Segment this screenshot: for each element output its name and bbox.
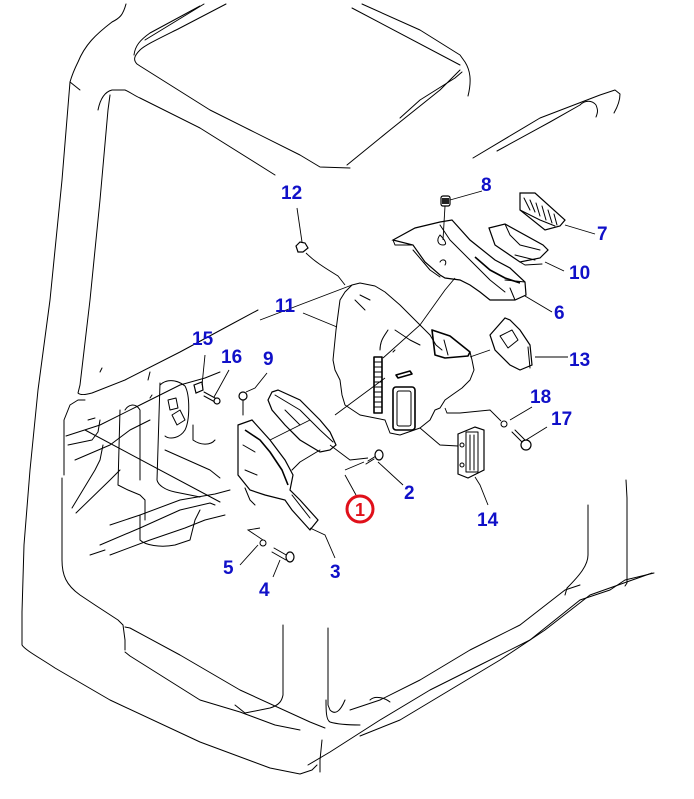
callout-18: 18 — [530, 387, 551, 408]
callout-14: 14 — [477, 510, 499, 531]
callout-1-highlighted: 1 — [345, 494, 375, 524]
part-17-bolt — [511, 429, 532, 451]
callout-16: 16 — [221, 347, 242, 368]
part-2-bolt — [344, 449, 384, 471]
part-14-vent-grille — [419, 426, 485, 479]
callout-12: 12 — [281, 183, 302, 204]
part-10-vent — [488, 223, 549, 266]
callout-13: 13 — [569, 350, 590, 371]
callout-6: 6 — [554, 303, 565, 324]
callout-11: 11 — [275, 296, 296, 317]
cab-outline — [21, 3, 655, 775]
callout-8: 8 — [481, 175, 492, 196]
callout-9: 9 — [263, 349, 274, 370]
part-3-bracket — [237, 419, 321, 531]
part-9-clip — [238, 391, 248, 416]
part-18-washer — [444, 407, 508, 428]
highlight-ring-icon — [345, 494, 375, 524]
callout-3: 3 — [330, 562, 341, 583]
callout-17: 17 — [551, 409, 572, 430]
leader-lines — [201, 190, 596, 578]
left-console-structure — [65, 367, 231, 556]
callout-7: 7 — [597, 224, 608, 245]
part-4-bolt — [271, 547, 295, 563]
callout-15: 15 — [192, 329, 214, 350]
callout-10: 10 — [569, 263, 590, 284]
part-16-screw — [203, 391, 221, 405]
part-13-vent — [469, 317, 533, 371]
part-7-vent-grille — [519, 192, 566, 231]
part-1-panel — [267, 389, 337, 453]
callout-1: 1 — [355, 500, 365, 520]
callout-4: 4 — [259, 580, 270, 601]
callout-labels: 12 11 15 16 9 8 7 10 6 13 18 17 2 14 3 5… — [192, 175, 608, 601]
part-12-clip — [295, 241, 346, 286]
part-6-duct — [391, 219, 527, 301]
part-11-cover-panel — [332, 282, 475, 436]
part-8-clip — [440, 195, 451, 241]
callout-2: 2 — [404, 483, 415, 504]
part-5-washer — [246, 527, 267, 547]
callout-5: 5 — [223, 558, 234, 579]
part-15-clip — [193, 381, 204, 394]
